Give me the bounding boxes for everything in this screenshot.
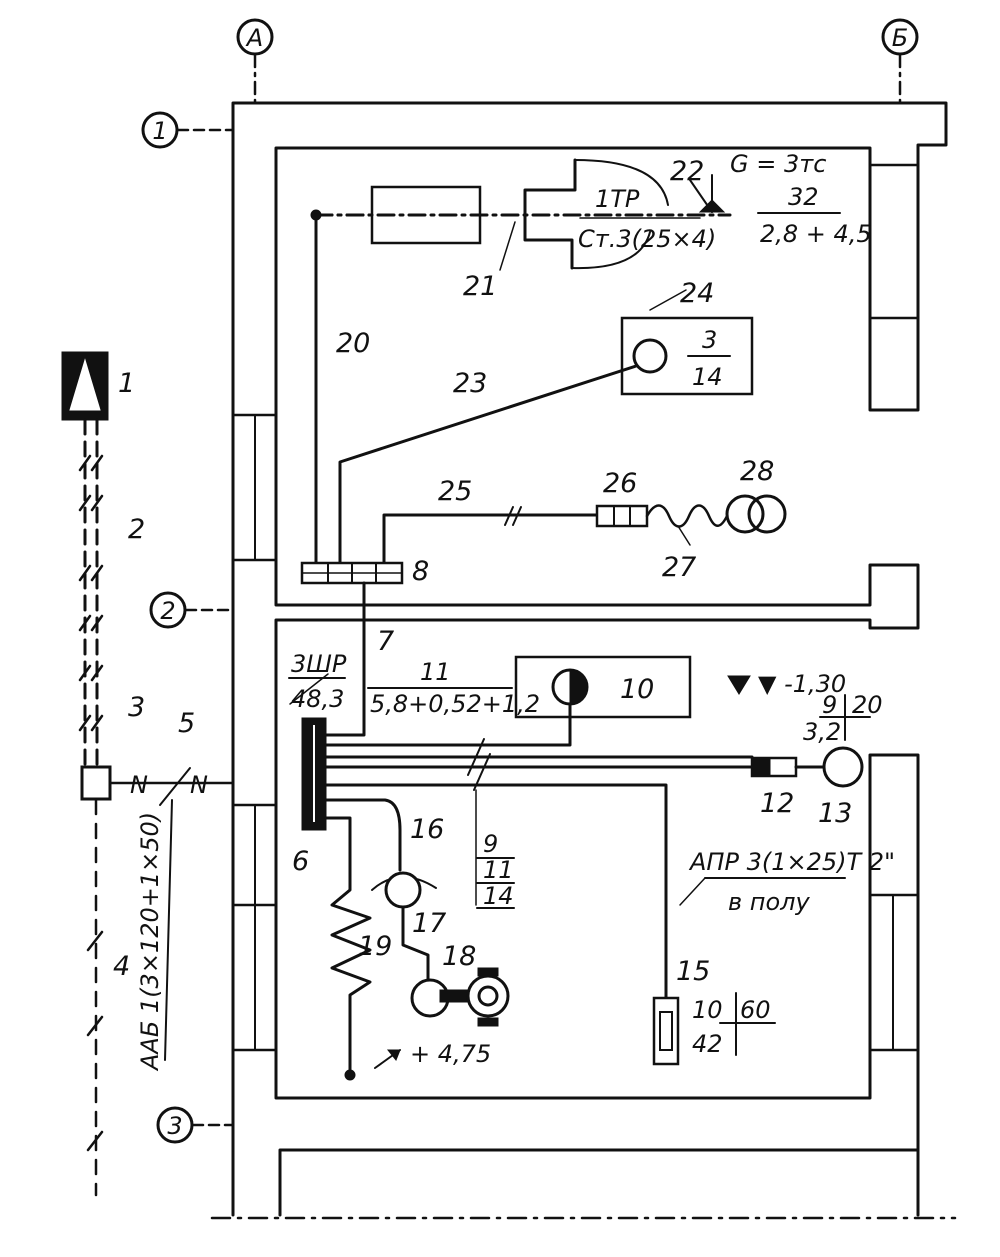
fraction-32-den: 2,8 + 4,5 (760, 220, 872, 248)
axis-label-1: 1 (152, 117, 167, 145)
label-20: 20 (336, 328, 370, 359)
fraction-24-num: 3 (702, 326, 717, 354)
label-19: 19 (358, 931, 392, 962)
label-21: 21 (463, 271, 497, 302)
fraction-32-num: 32 (788, 183, 819, 211)
building-walls (210, 101, 957, 1220)
fraction-15-c: 42 (692, 1030, 723, 1058)
panel-power-label: 48,3 (291, 685, 344, 713)
steel-strip-label: Ст.3(25×4) (578, 225, 716, 253)
label-6: 6 (292, 846, 309, 877)
label-18: 18 (442, 941, 476, 972)
fraction-11-den: 5,8+0,52+1,2 (370, 690, 540, 718)
axis-label-3: 3 (167, 1112, 182, 1140)
fraction-9-a: 9 (483, 830, 498, 858)
incoming-cable-route (61, 351, 235, 1197)
cable-box (80, 765, 112, 801)
axis-marker-3: 3 (156, 1106, 235, 1144)
label-28: 28 (740, 456, 774, 487)
axis-label-2: 2 (160, 597, 175, 625)
label-26: 26 (603, 468, 637, 499)
label-12: 12 (760, 788, 794, 819)
lower-room (288, 581, 871, 1081)
label-8: 8 (412, 556, 429, 587)
fraction-9-c: 14 (483, 882, 514, 910)
motor-24-symbol (632, 338, 668, 374)
cable-spec-label: АПР 3(1×25)Т 2" (688, 848, 895, 876)
fraction-13-a: 9 (822, 691, 837, 719)
axis-marker-2: 2 (149, 591, 235, 629)
transformer-28-coil-b (747, 494, 787, 534)
label-7: 7 (377, 626, 394, 657)
axis-label-b: Б (892, 24, 908, 52)
label-25: 25 (438, 476, 472, 507)
fraction-13-b: 20 (852, 691, 883, 719)
device-box-10 (514, 655, 692, 719)
axis-label-a: А (245, 24, 263, 52)
label-24: 24 (680, 278, 714, 309)
label-4: 4 (113, 951, 130, 982)
load-annotation: G = 3тс (730, 150, 826, 178)
motor-17-symbol (384, 871, 422, 909)
label-15: 15 (676, 956, 710, 987)
level-mark-bottom: + 4,75 (410, 1040, 491, 1068)
fraction-13-c: 3,2 (803, 718, 841, 746)
axis-marker-b: Б (881, 18, 919, 105)
transformer-label: 1ТР (595, 185, 640, 213)
label-27: 27 (662, 552, 696, 583)
label-2: 2 (128, 514, 145, 545)
neutral-mark-2: N (190, 771, 208, 799)
label-10: 10 (620, 674, 654, 705)
motor-13-symbol (822, 746, 864, 788)
label-3: 3 (128, 692, 145, 723)
label-17: 17 (412, 908, 446, 939)
upper-room (300, 158, 841, 585)
fraction-15-b: 60 (740, 996, 771, 1024)
level-mark-top: ▼ -1,30 (758, 670, 846, 698)
label-22: 22 (670, 156, 704, 187)
panel-type-label: 3ШР (291, 650, 347, 678)
axis-marker-1: 1 (141, 111, 235, 149)
annotations: G = 3тс 1ТР Ст.3(25×4) 32 2,8 + 4,5 3 14… (130, 150, 895, 1072)
incoming-cable-label: ААБ 1(3×120+1×50) (136, 812, 164, 1072)
label-1: 1 (118, 368, 135, 399)
fraction-11-num: 11 (420, 658, 451, 686)
neutral-mark-1: N (130, 771, 148, 799)
fraction-9-b: 11 (483, 856, 514, 884)
label-13: 13 (818, 798, 852, 829)
fraction-24-den: 14 (692, 363, 723, 391)
floor-laying-label: в полу (728, 888, 810, 916)
label-23: 23 (453, 368, 487, 399)
device-26 (595, 504, 649, 528)
label-16: 16 (410, 814, 444, 845)
reference-numbers: 1 2 3 4 5 6 7 8 10 12 13 15 16 17 18 19 … (113, 156, 852, 987)
axis-marker-a: А (236, 18, 274, 105)
label-5: 5 (178, 708, 195, 739)
transformer-28-coil-a (725, 494, 765, 534)
fraction-15-a: 10 (692, 996, 723, 1024)
